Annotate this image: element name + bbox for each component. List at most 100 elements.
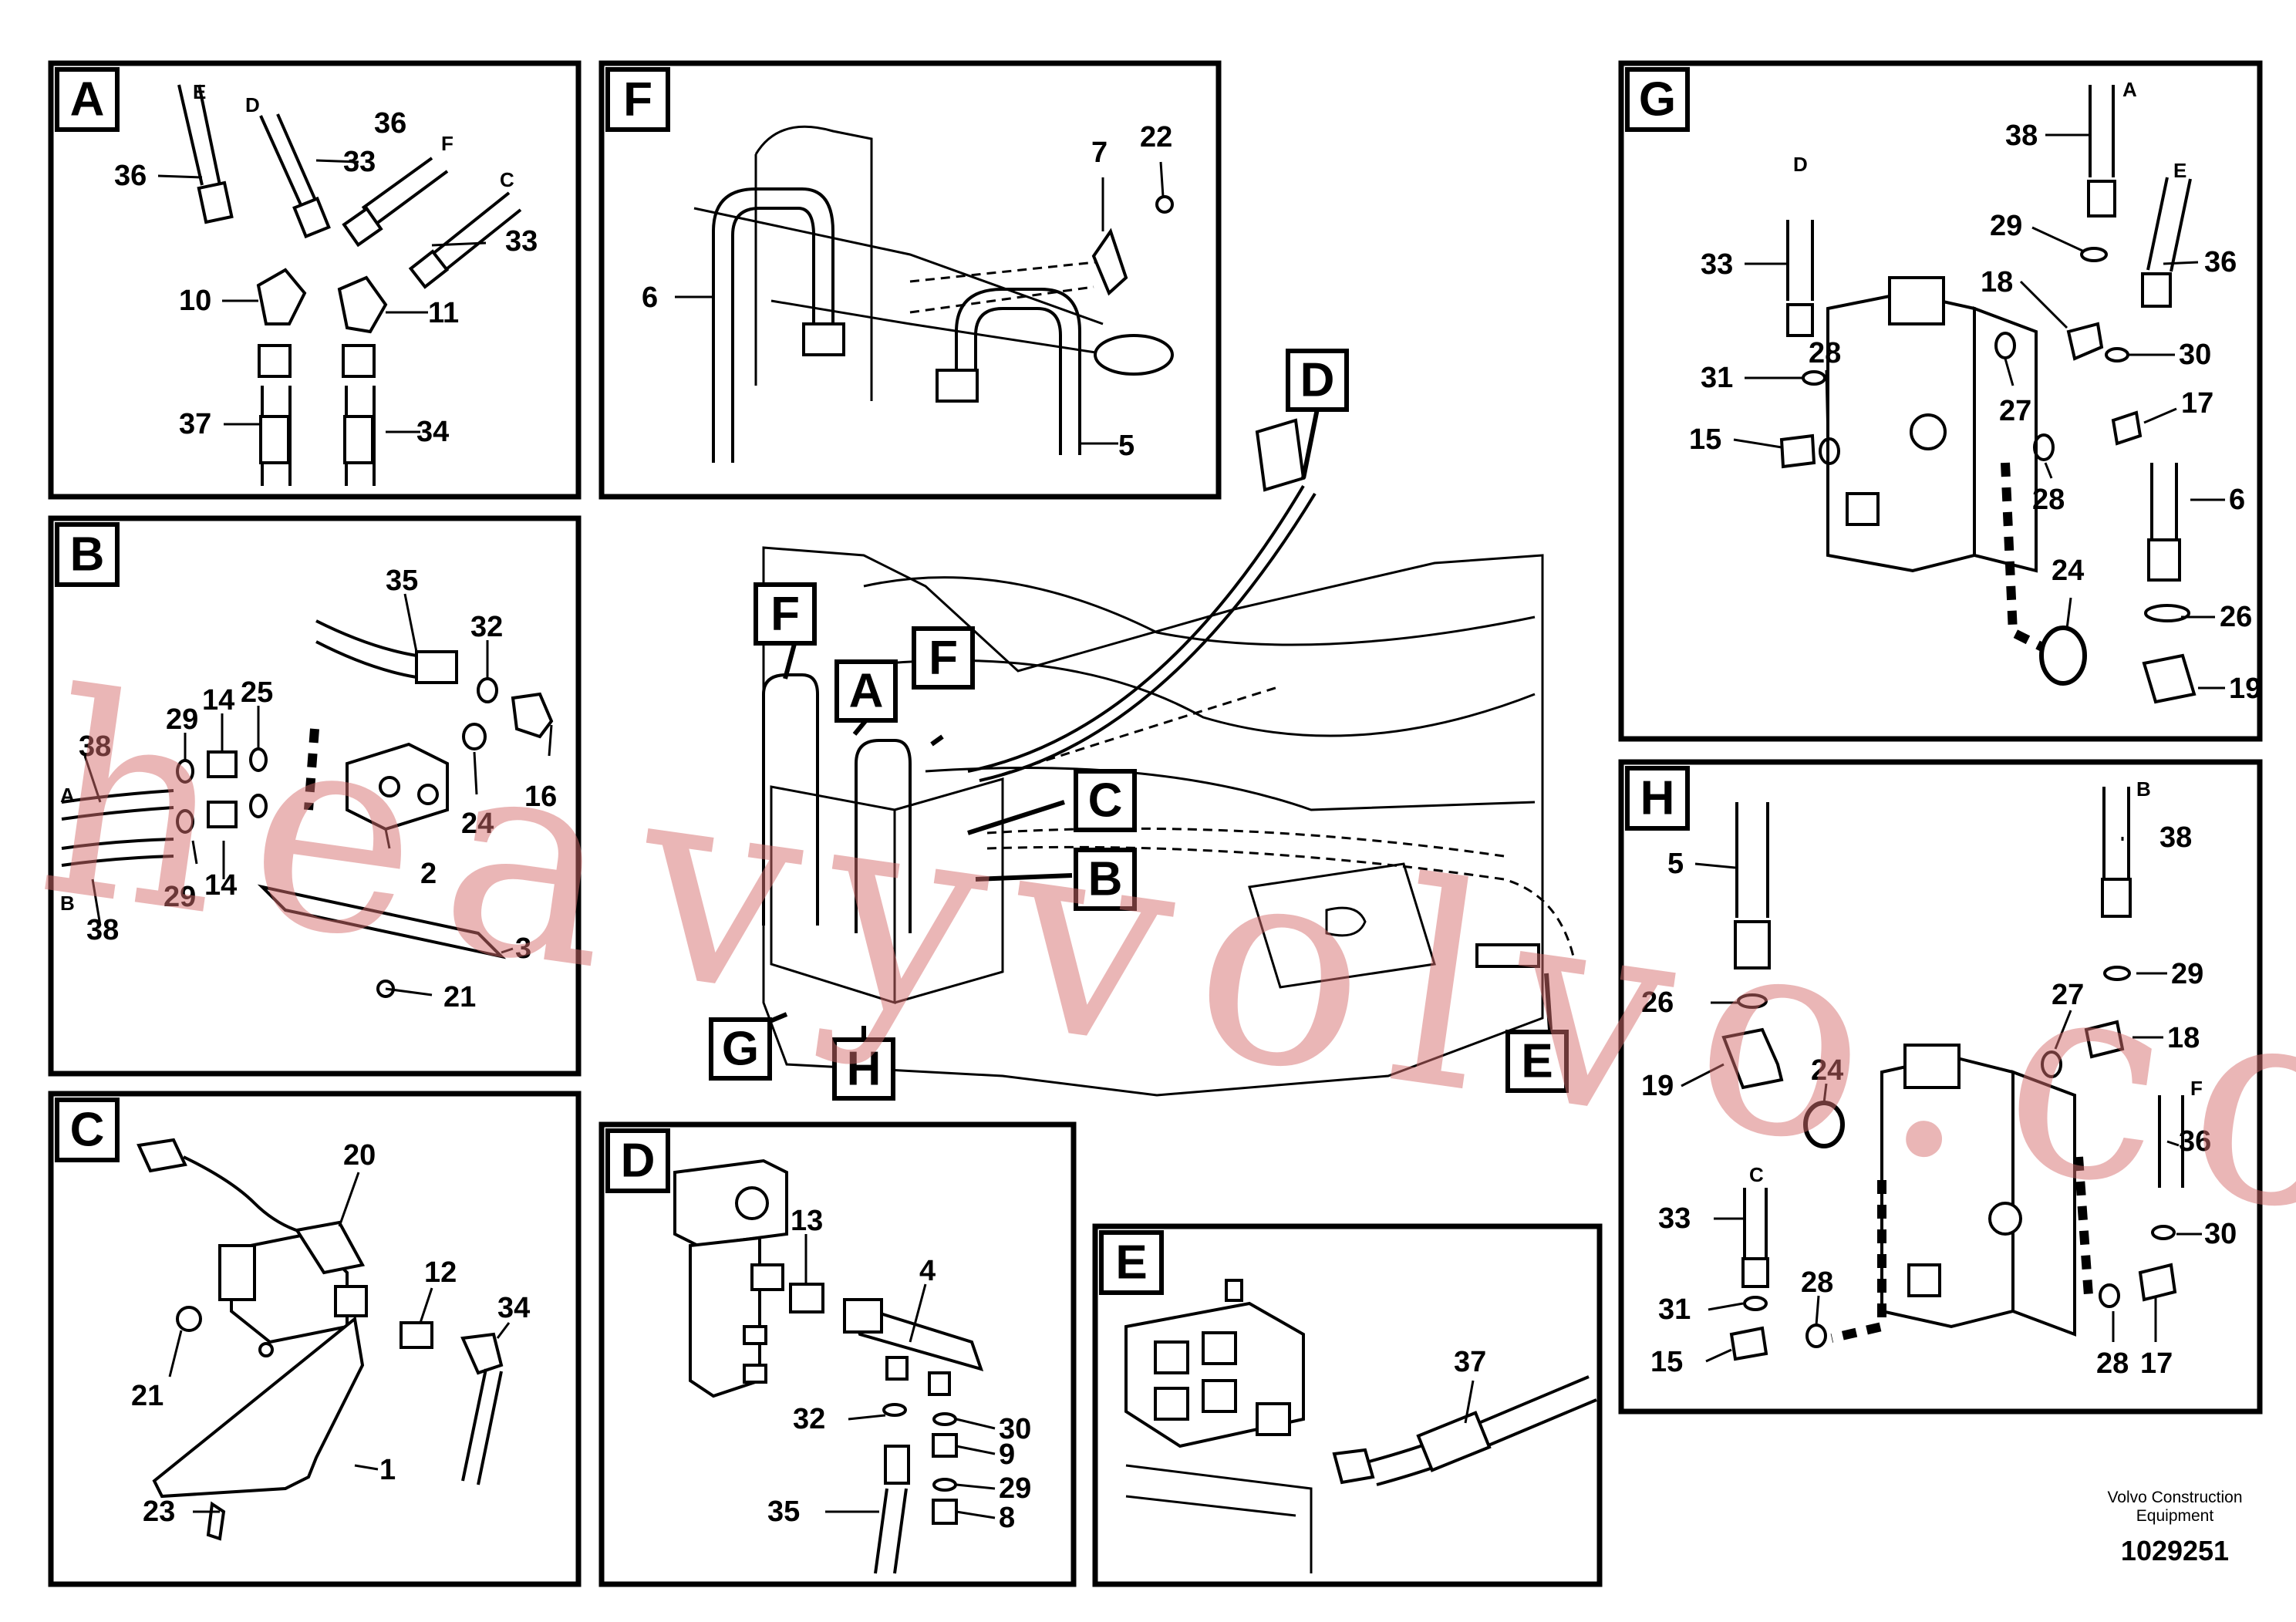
panel-h-letter: H	[1640, 772, 1675, 825]
oring-25-b	[249, 747, 268, 772]
plate-3-b	[257, 884, 507, 959]
elbow-15-g	[1779, 433, 1816, 469]
panel-d-tag	[605, 1128, 670, 1193]
oring-29-h	[2103, 966, 2131, 981]
end-b-b: B	[60, 892, 75, 915]
bolt-22	[1155, 195, 1174, 214]
panel-e-tag	[1099, 1230, 1164, 1295]
callout-h-36: 36	[2179, 1125, 2211, 1158]
ferrule-37-e	[1416, 1411, 1492, 1472]
callout-g-24: 24	[2052, 555, 2084, 587]
flow-dash-h	[1830, 1156, 2093, 1343]
manifold-e-base	[1125, 1464, 1313, 1573]
tee-4-end-d	[843, 1298, 883, 1334]
fitting-13-d	[789, 1283, 824, 1313]
panel-d-leaders	[804, 1234, 996, 1519]
elbow-15-h	[1729, 1326, 1768, 1361]
callout-c-20: 20	[343, 1139, 376, 1172]
overview-tag-f1: F	[770, 588, 800, 641]
panel-c-tag	[55, 1098, 120, 1162]
tee-4-port-a	[885, 1356, 909, 1381]
overview-tag-a: A	[849, 665, 884, 718]
block-d-fitting-a	[743, 1325, 767, 1345]
hose-5-h	[1735, 802, 1769, 918]
ferrule-37	[259, 415, 290, 464]
panel-c-leaders	[168, 1172, 511, 1513]
callout-g-28b: 28	[2032, 484, 2065, 516]
callout-h-17: 17	[2140, 1347, 2173, 1380]
overview-tag-a-box	[834, 659, 898, 723]
end-h-b: B	[2136, 777, 2151, 801]
elbow-34-c	[460, 1332, 504, 1375]
block-d-body	[689, 1236, 761, 1398]
credit-line-1: Volvo Construction	[2107, 1489, 2243, 1506]
callout-c-1: 1	[379, 1454, 396, 1486]
hose-35-b	[315, 619, 417, 679]
callout-d-29: 29	[999, 1472, 1031, 1505]
cable-20-c	[183, 1155, 309, 1236]
callout-f-7: 7	[1091, 137, 1108, 169]
end-a-d: D	[245, 93, 260, 116]
overview-tag-g-box	[709, 1017, 772, 1081]
manifold-e-port-e	[1256, 1402, 1291, 1436]
panel-f-leaders	[675, 161, 1165, 445]
fitting-d	[292, 196, 331, 239]
panel-c-frame	[48, 1091, 582, 1587]
manifold-e-port-c	[1154, 1387, 1189, 1421]
callout-h-31: 31	[1658, 1293, 1691, 1326]
clamp-7	[1091, 228, 1128, 296]
callout-b-14b: 14	[204, 869, 237, 902]
oring-24-g	[2039, 626, 2087, 686]
callout-d-35: 35	[767, 1496, 800, 1528]
oring-30-h	[2151, 1225, 2176, 1240]
overview-machine: D F A F C B G H E	[709, 349, 1575, 1101]
elbow-19-g	[2142, 653, 2197, 704]
fitting-14b-b	[207, 801, 238, 828]
panel-b-letter: B	[70, 528, 105, 582]
callout-d-30: 30	[999, 1413, 1031, 1445]
panel-b-leaders	[83, 593, 553, 996]
callout-a-34: 34	[416, 416, 449, 448]
callout-b-21: 21	[443, 981, 476, 1013]
hose-d	[259, 113, 318, 209]
bracket-1-c	[152, 1316, 365, 1499]
valve-bolt-h	[1907, 1263, 1941, 1297]
callout-b-32: 32	[470, 611, 503, 643]
callout-h-18: 18	[2167, 1022, 2200, 1054]
panel-h: H 5 38 29 27 26 18 24	[1618, 759, 2263, 1415]
panel-g-letter: G	[1639, 73, 1676, 126]
overview-hose-d	[967, 484, 1317, 782]
overview-tag-b: B	[1088, 853, 1123, 906]
callout-g-33: 33	[1701, 248, 1733, 281]
oring-26-g	[2144, 604, 2190, 622]
tee-11	[337, 275, 388, 334]
oring-30-d	[932, 1412, 957, 1426]
panel-f: F 7 22 6 5	[598, 60, 1222, 500]
fitting-e	[197, 180, 234, 224]
callout-b-29a: 29	[166, 703, 198, 736]
fitting-14a-b	[207, 750, 238, 778]
callout-g-6: 6	[2229, 484, 2245, 516]
overview-tag-h-box	[832, 1037, 895, 1101]
oring-29b-b	[176, 809, 194, 834]
credit-line-2: Equipment	[2136, 1507, 2214, 1525]
callout-c-34: 34	[497, 1292, 530, 1324]
clamp-dash	[909, 261, 1096, 314]
panel-g-tag	[1625, 67, 1690, 132]
callout-b-35: 35	[386, 565, 418, 597]
callout-a-33b: 33	[505, 225, 538, 258]
panel-b-frame	[48, 515, 582, 1077]
block-d-top	[673, 1158, 788, 1248]
valve-side-h	[2011, 1070, 2076, 1337]
panel-a: A 36 33 36 33 10 11 37 34 E D F C	[48, 60, 582, 500]
plug-9-d	[932, 1433, 958, 1458]
panel-d: D 13 4 32 30 9 29 35 8	[598, 1121, 1077, 1587]
callout-e-37: 37	[1454, 1346, 1486, 1378]
elbow-16-b	[511, 692, 554, 739]
callout-a-36b: 36	[374, 107, 406, 140]
fitting-f	[342, 206, 383, 248]
flow-dash-g	[2001, 462, 2046, 653]
fitting-35-d	[884, 1445, 910, 1485]
callout-h-24: 24	[1811, 1054, 1843, 1087]
callout-f-6: 6	[642, 282, 658, 314]
